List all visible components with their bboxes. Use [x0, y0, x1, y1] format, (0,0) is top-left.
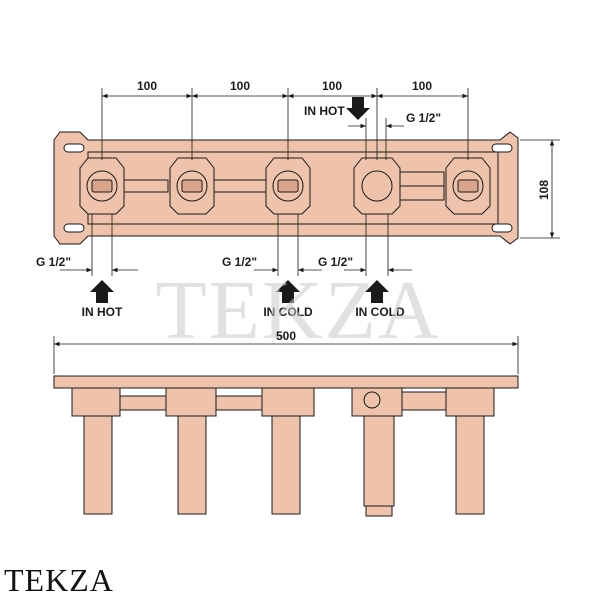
pipe-4-cap	[365, 505, 393, 517]
valve-body-1	[79, 157, 125, 215]
connector-bar	[117, 179, 169, 193]
side-view	[53, 375, 519, 517]
arrow-up-icon	[365, 280, 389, 303]
top-view	[53, 131, 519, 245]
pipe-3	[271, 415, 301, 515]
total-width-label: 500	[276, 329, 296, 343]
connector-bar	[399, 185, 445, 201]
mounting-slot	[63, 143, 85, 153]
connector-bar	[213, 179, 269, 193]
valve-body-2	[169, 157, 215, 215]
top-hot-inlet-arrow	[346, 97, 370, 120]
pipe-5	[455, 415, 485, 515]
bottom-hot-inlet-label: IN HOT	[82, 305, 123, 319]
arrow-up-icon	[90, 280, 114, 303]
pipe-1	[83, 415, 113, 515]
height-dimension	[520, 139, 560, 239]
dimension-label: 100	[322, 79, 342, 93]
arrow-up-icon	[276, 280, 300, 303]
side-body-2	[165, 387, 217, 417]
side-plate	[53, 375, 519, 389]
bottom-inlet-arrows	[90, 280, 389, 303]
bottom-cold-inlet-label-2: IN COLD	[355, 305, 405, 319]
mounting-slot	[491, 223, 513, 233]
side-body-3	[261, 387, 315, 417]
thread-label-mid-left: G 1/2"	[222, 255, 257, 269]
watermark-text: TEKZA	[155, 264, 440, 357]
dimension-label: 100	[137, 79, 157, 93]
thread-label-mid-right: G 1/2"	[318, 255, 353, 269]
top-dimension-chain	[101, 88, 469, 160]
connector-bar	[399, 171, 445, 187]
valve-body-4	[353, 157, 401, 215]
top-thread-label: G 1/2"	[406, 111, 441, 125]
side-body-5	[445, 387, 495, 417]
pipe-4	[363, 415, 395, 507]
top-hot-inlet-label: IN HOT	[304, 104, 345, 118]
pipe-2	[177, 415, 207, 515]
total-width-dimension	[53, 336, 519, 374]
top-thread-dimension	[348, 118, 404, 160]
dimension-label: 100	[412, 79, 432, 93]
bottom-cold-inlet-label-1: IN COLD	[263, 305, 313, 319]
mounting-slot	[491, 143, 513, 153]
bottom-thread-dimensions	[60, 214, 412, 276]
valve-body-3	[265, 157, 311, 215]
valve-body-5	[445, 157, 491, 215]
dimension-label: 100	[230, 79, 250, 93]
side-body-1	[71, 387, 121, 417]
mounting-slot	[63, 223, 85, 233]
thread-label-left: G 1/2"	[36, 255, 71, 269]
brand-logo: TEKZA	[4, 562, 114, 598]
height-label: 108	[537, 180, 551, 200]
